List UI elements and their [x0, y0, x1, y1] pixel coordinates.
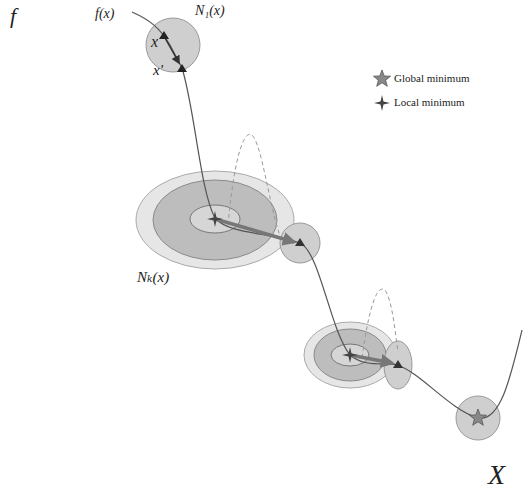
point-marker — [295, 238, 305, 246]
neighbourhood-label: N₁(x) — [195, 3, 225, 18]
point-label: x — [151, 33, 158, 51]
legend-star — [373, 70, 390, 86]
legend-text: Global minimum — [394, 72, 469, 84]
point-marker — [393, 360, 403, 368]
global-minimum-symbol — [469, 409, 486, 425]
node-outline-shape — [136, 171, 294, 269]
neighbourhood-label: Nₖ(x) — [137, 269, 169, 286]
shake-arrow — [350, 355, 392, 363]
point-label: x' — [153, 62, 163, 79]
legend-text: Local minimum — [394, 96, 465, 108]
objective-curve — [132, 12, 522, 418]
dashed-bump — [362, 289, 398, 358]
node-outline — [135, 170, 295, 270]
local-minimum-symbol — [342, 347, 358, 363]
neighbourhood-circle — [456, 396, 500, 440]
axis-label: X — [488, 460, 505, 491]
axis-label: f — [10, 4, 16, 28]
neighbourhood-circle — [384, 341, 412, 389]
legend-cross — [374, 95, 390, 111]
neighbourhood-ring — [314, 329, 386, 381]
neighbourhood-ring — [331, 344, 369, 366]
neighbourhood-ring — [304, 322, 396, 388]
neighbourhood-ellipse: Nₖ(x) — [135, 170, 295, 270]
function-label: f(x) — [95, 6, 114, 21]
